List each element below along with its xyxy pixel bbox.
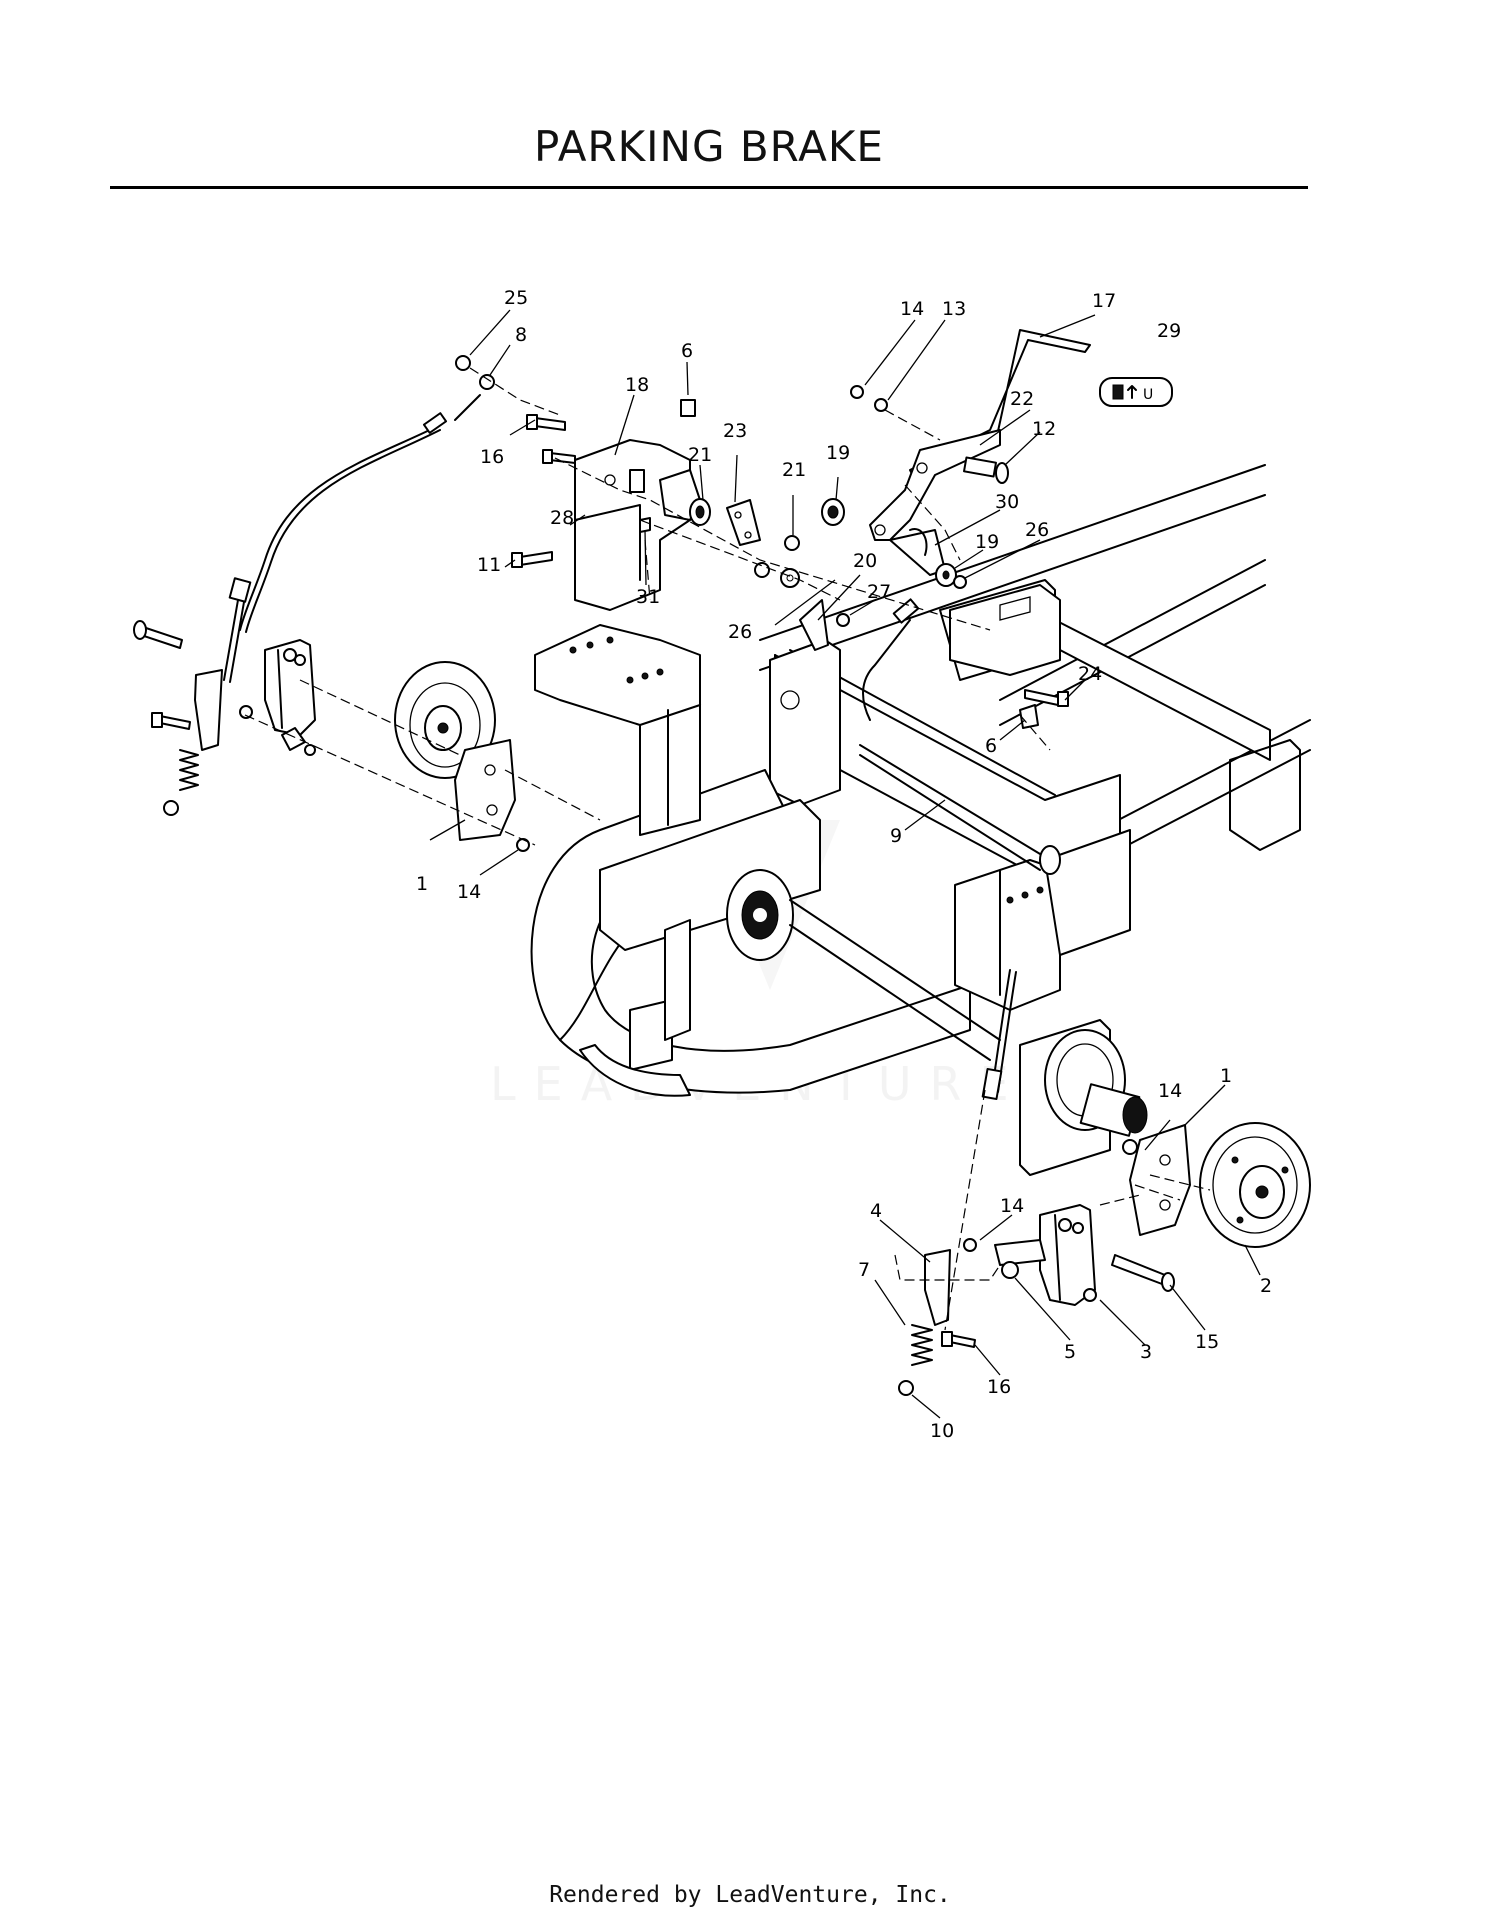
callout-1-second: 1	[1220, 1065, 1232, 1087]
callout-22: 22	[1010, 388, 1034, 410]
callout-7: 7	[858, 1259, 870, 1281]
callout-9: 9	[890, 825, 902, 847]
callout-29: 29	[1157, 320, 1181, 342]
callout-21: 21	[688, 444, 712, 466]
callout-1: 1	[416, 873, 428, 895]
left-brake-assembly	[133, 620, 530, 852]
callout-20: 20	[853, 550, 877, 572]
callout-10: 10	[930, 1420, 954, 1442]
alignment-lines	[244, 367, 1211, 1331]
callout-26-second: 26	[728, 621, 752, 643]
callout-28: 28	[550, 507, 574, 529]
callout-14-fourth: 14	[1000, 1195, 1024, 1217]
part-callouts: 25 8 6 18 16 21 23 28 11 31 21 19 14 13 …	[416, 287, 1272, 1442]
callout-8: 8	[515, 324, 527, 346]
callout-6: 6	[681, 340, 693, 362]
callout-23: 23	[723, 420, 747, 442]
callout-14: 14	[900, 298, 924, 320]
tractor-frame	[530, 464, 1311, 1176]
callout-14-third: 14	[1158, 1080, 1182, 1102]
callout-2: 2	[1260, 1275, 1272, 1297]
callout-5: 5	[1064, 1341, 1076, 1363]
callout-11: 11	[477, 554, 501, 576]
callout-24: 24	[1078, 663, 1102, 685]
page-title: PARKING BRAKE	[534, 122, 884, 171]
footer-credit: Rendered by LeadVenture, Inc.	[549, 1882, 951, 1908]
hardware	[455, 355, 1069, 729]
leader-lines	[429, 309, 1261, 1419]
callout-30: 30	[995, 491, 1019, 513]
callout-27: 27	[867, 581, 891, 603]
callout-16-second: 16	[987, 1376, 1011, 1398]
callout-19: 19	[826, 442, 850, 464]
callout-17: 17	[1092, 290, 1116, 312]
brake-cable	[223, 394, 1017, 1101]
callout-21-second: 21	[782, 459, 806, 481]
callout-3: 3	[1140, 1341, 1152, 1363]
callout-13: 13	[942, 298, 966, 320]
callout-26: 26	[1025, 519, 1049, 541]
callout-14-second: 14	[457, 881, 481, 903]
callout-15: 15	[1195, 1331, 1219, 1353]
callout-19-second: 19	[975, 531, 999, 553]
brake-lever: U	[869, 329, 1173, 576]
callout-18: 18	[625, 374, 649, 396]
callout-31: 31	[636, 586, 660, 608]
callout-25: 25	[504, 287, 528, 309]
callout-16: 16	[480, 446, 504, 468]
callout-12: 12	[1032, 418, 1056, 440]
title-divider	[110, 186, 1308, 189]
svg-text:U: U	[1143, 387, 1153, 403]
callout-6-second: 6	[985, 735, 997, 757]
right-brake-assembly	[898, 1122, 1311, 1396]
callout-4: 4	[870, 1200, 882, 1222]
